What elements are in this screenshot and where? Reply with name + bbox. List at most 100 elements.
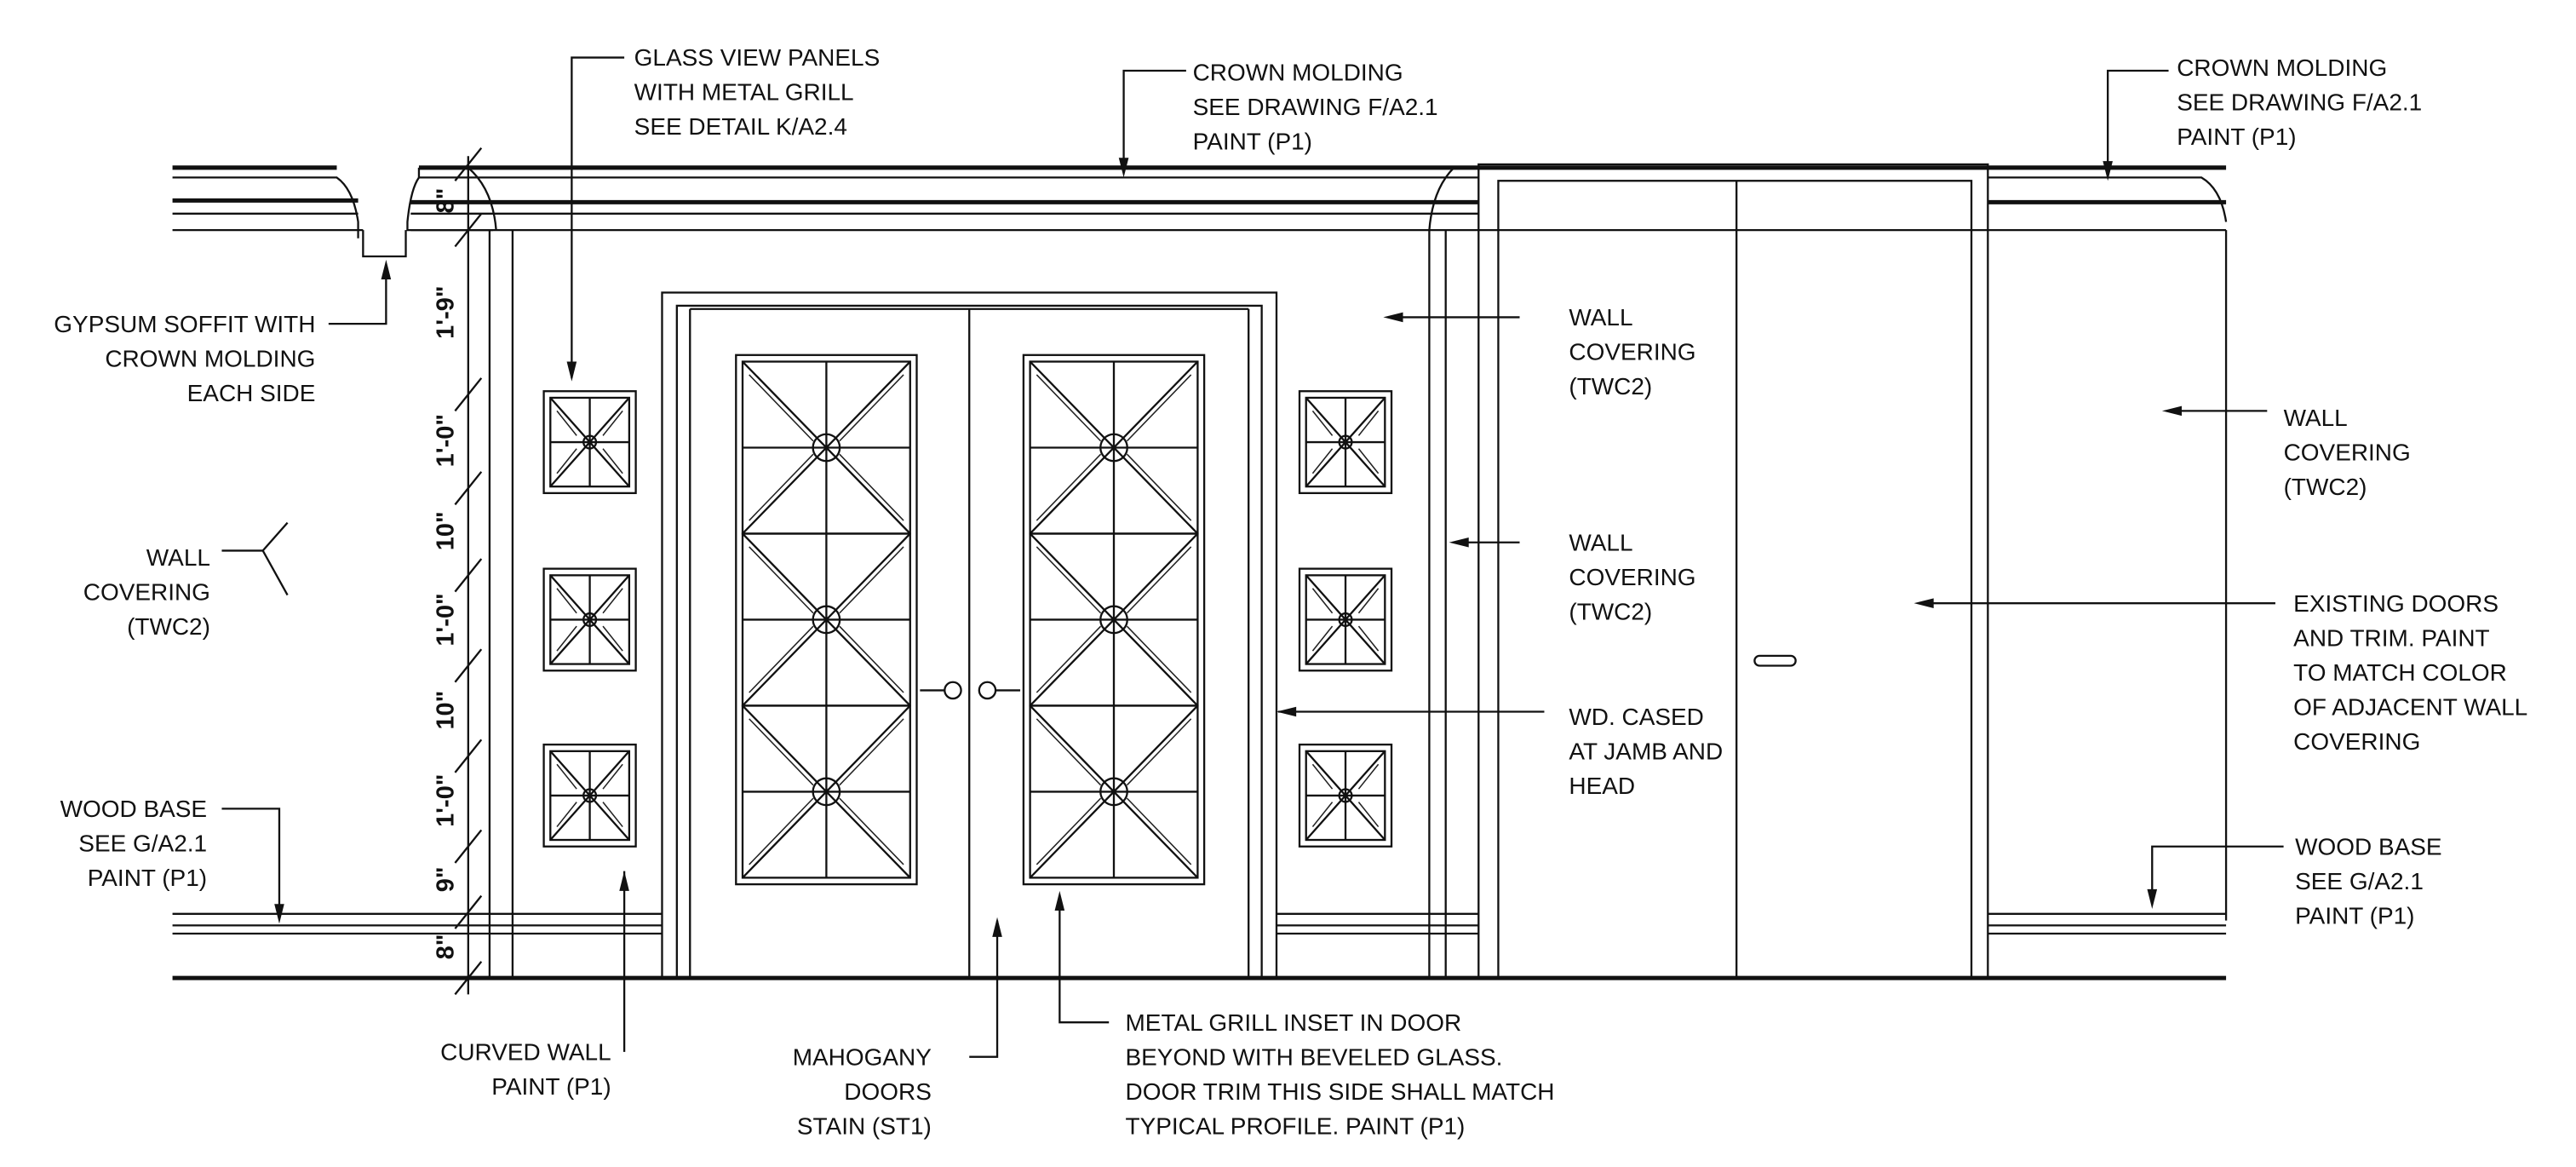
grill-rosette (1338, 434, 1353, 450)
arrow-head-icon (566, 361, 577, 382)
grill-bevel (556, 763, 623, 828)
dimension-tick (454, 471, 483, 506)
door-handle-right (978, 681, 1021, 700)
arrow-head-icon (2147, 888, 2158, 910)
dim-label: 9" (432, 866, 459, 892)
grill-bevel (1311, 763, 1380, 828)
dim-label: 1'-0" (432, 414, 459, 467)
grill-rosette (1338, 612, 1353, 628)
grill-bars (549, 574, 630, 665)
grill-bars (1305, 397, 1386, 487)
grill-frame (542, 567, 637, 672)
grill-bars (742, 704, 911, 879)
grill-frame (1298, 567, 1393, 672)
grill-bars (742, 532, 911, 707)
dim-label: 1'-0" (432, 593, 459, 646)
grill-rosette (1099, 433, 1128, 463)
grill-bars (549, 397, 630, 487)
grill-frame (1298, 390, 1393, 495)
dimension-tick (454, 829, 483, 864)
glass-view-panel (542, 567, 637, 672)
grill-rosette (1099, 605, 1128, 635)
dimension-tick (454, 377, 483, 412)
grill-bevel (556, 410, 623, 474)
arrow-head-icon (2161, 405, 2182, 417)
arrow-head-icon (1449, 537, 1469, 548)
door-handle-left (920, 681, 962, 700)
glass-view-panel (1298, 390, 1393, 495)
arrow-head-icon (1913, 598, 1934, 608)
wood-base (172, 912, 2227, 935)
dim-label: 8" (432, 934, 459, 960)
existing-doors (1477, 163, 1989, 980)
grill-rosette (582, 788, 598, 803)
grill-bars (1305, 750, 1386, 841)
grill-bars (549, 750, 630, 841)
door-grill-left (735, 354, 918, 886)
grill-rosette (582, 612, 598, 628)
dim-label: 10" (432, 691, 459, 730)
glass-view-panel (542, 390, 637, 495)
grill-rosette (1338, 788, 1353, 803)
dimension-tick (454, 894, 483, 929)
dimension-tick (454, 648, 483, 683)
grill-frame (1298, 743, 1393, 848)
arrow-head-icon (1118, 158, 1129, 178)
arrow-head-icon (1276, 706, 1297, 717)
mahogany-double-door (661, 291, 1278, 980)
grill-bars (1305, 574, 1386, 665)
dim-label: 10" (432, 511, 459, 550)
grill-frame (542, 743, 637, 848)
dimension-labels: 8" 1'-9" 1'-0" 10" 1'-0" 10" 1'-0" 9" 8" (432, 187, 459, 959)
dim-label: 1'-0" (432, 773, 459, 826)
door-pull-icon (1753, 654, 1797, 667)
dimension-tick (454, 558, 483, 593)
grill-bevel (1036, 718, 1192, 865)
grill-bars (1029, 360, 1199, 535)
arrow-head-icon (2103, 161, 2113, 181)
arrow-head-icon (1054, 890, 1065, 911)
grill-bevel (1311, 410, 1380, 474)
crown-molding (172, 165, 2228, 258)
grill-bevel (556, 588, 623, 652)
arrow-head-icon (274, 904, 284, 924)
dim-label: 1'-9" (432, 285, 459, 338)
arrow-head-icon (381, 259, 392, 280)
dimension-tick (454, 739, 483, 773)
arrow-head-icon (619, 871, 629, 891)
grill-bars (1029, 704, 1199, 879)
glass-view-panel (542, 743, 637, 848)
grill-frame (1022, 354, 1206, 886)
glass-view-panel (1298, 743, 1393, 848)
grill-frame (542, 390, 637, 495)
grill-rosette (812, 433, 841, 463)
door-grill-right (1022, 354, 1206, 886)
glass-view-panel (1298, 567, 1393, 672)
wall-edge (1428, 230, 1447, 979)
grill-bevel (749, 546, 904, 693)
dimension-tick (454, 147, 483, 181)
dimension-tick (454, 961, 483, 996)
grill-rosette (812, 605, 841, 635)
dimension-tick (454, 213, 483, 248)
grill-frame (735, 354, 918, 886)
grill-bevel (749, 718, 904, 865)
grill-bevel (749, 374, 904, 521)
arrow-head-icon (992, 917, 1002, 937)
curved-wall-edge (488, 230, 514, 979)
grill-bevel (1036, 546, 1192, 693)
dim-label: 8" (432, 187, 459, 213)
elevation-geometry (172, 56, 2284, 1058)
grill-bars (1029, 532, 1199, 707)
